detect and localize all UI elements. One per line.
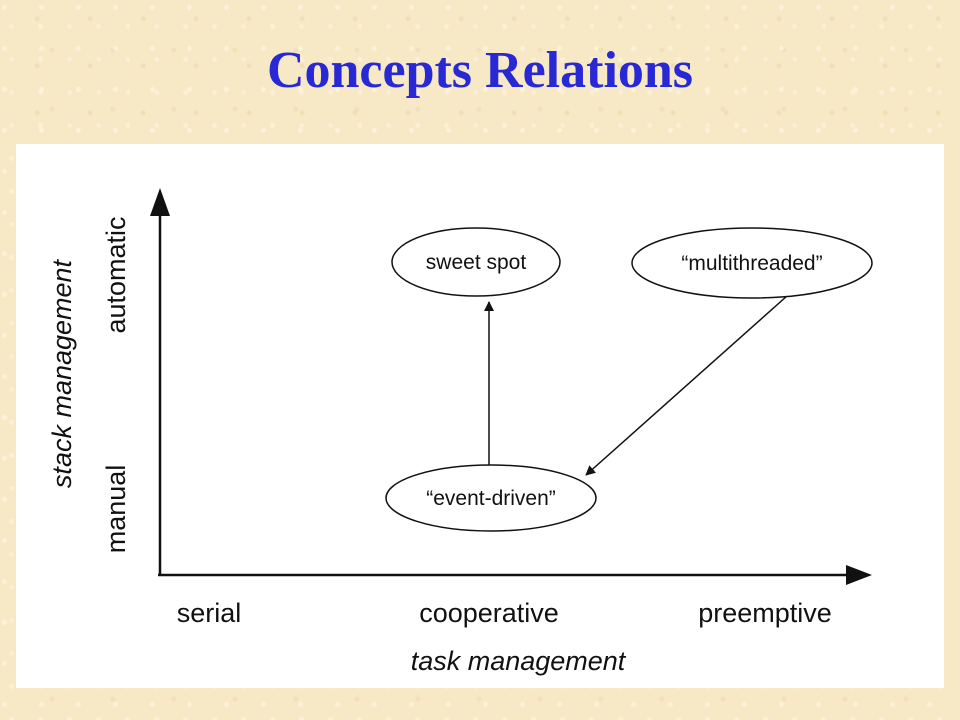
y-tick-manual: manual	[101, 465, 131, 554]
node-multithreaded: “multithreaded”	[631, 227, 873, 299]
node-sweet-spot: sweet spot	[391, 227, 561, 297]
slide-title: Concepts Relations	[266, 42, 694, 99]
y-axis-arrowhead	[150, 188, 170, 216]
y-axis-title: stack management	[47, 258, 77, 488]
x-axis-arrowhead	[846, 565, 872, 585]
x-tick-preemptive: preemptive	[698, 598, 832, 628]
y-tick-automatic: automatic	[101, 216, 131, 333]
diagram-panel: stack management manual automatic serial…	[16, 144, 944, 688]
x-tick-serial: serial	[177, 598, 242, 628]
concept-diagram: stack management manual automatic serial…	[47, 188, 873, 676]
node-sweet-spot-label: sweet spot	[426, 251, 527, 274]
x-tick-cooperative: cooperative	[419, 598, 559, 628]
node-event-driven: “event-driven”	[385, 464, 597, 532]
node-event-driven-label: “event-driven”	[426, 487, 556, 510]
x-axis-title: task management	[411, 646, 627, 676]
node-multithreaded-label: “multithreaded”	[681, 252, 822, 275]
edge-multithreaded-to-event-driven	[585, 295, 788, 476]
